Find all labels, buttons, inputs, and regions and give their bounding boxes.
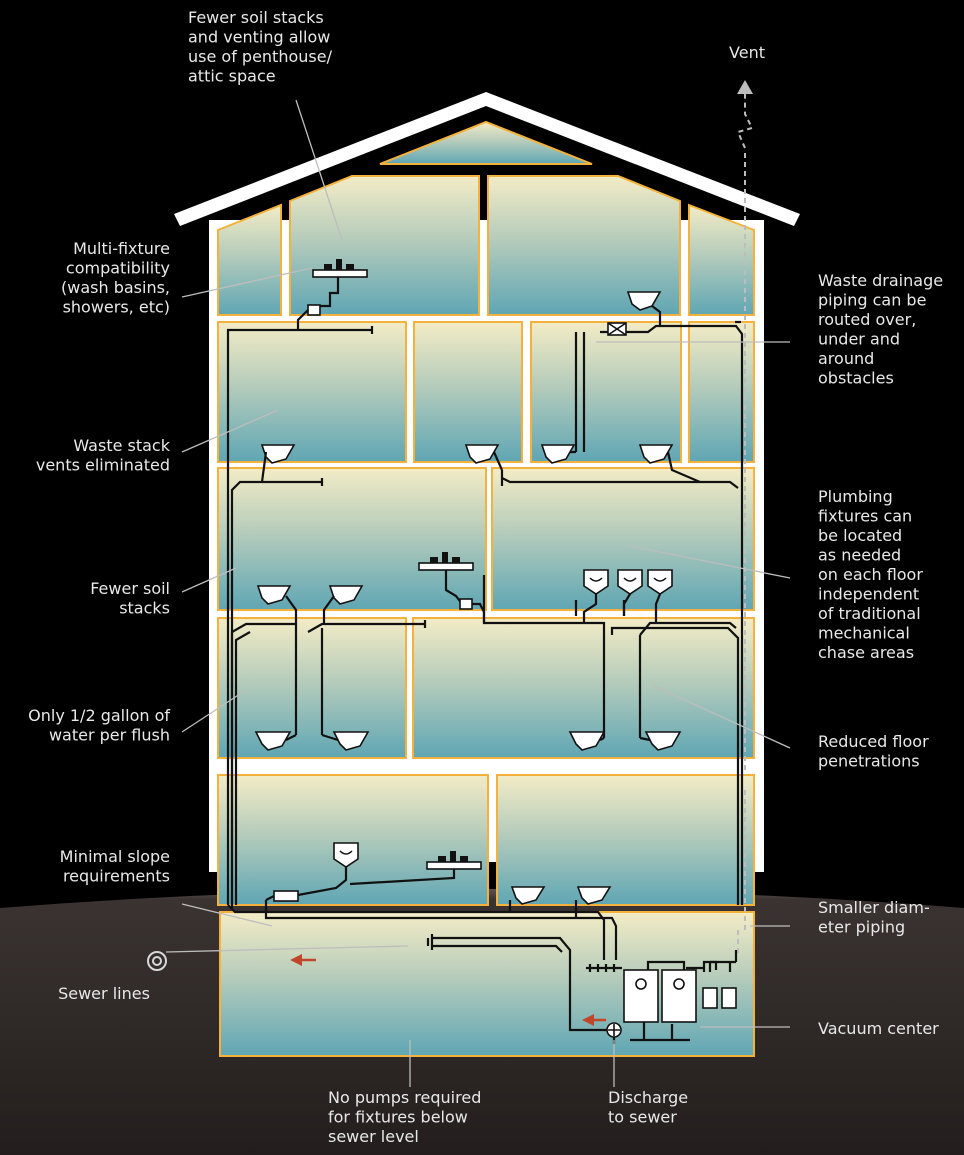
label-line: eter piping [818, 918, 905, 937]
label-line: Sewer lines [58, 984, 150, 1003]
label-line: around [818, 349, 874, 368]
label-line: Reduced floor [818, 732, 929, 751]
label-line: piping can be [818, 291, 926, 310]
label-vacuum-center: Vacuum center [818, 1019, 939, 1038]
label-line: use of penthouse/ [188, 47, 333, 66]
vent-arrow-icon [737, 80, 753, 94]
label-line: showers, etc) [63, 298, 170, 317]
label-line: Minimal slope [60, 847, 170, 866]
label-line: and venting allow [188, 28, 330, 47]
vacuum-tank-2 [662, 970, 696, 1022]
label-line: be located [818, 526, 902, 545]
attic-room-2 [290, 176, 479, 315]
label-line: Multi-fixture [73, 239, 170, 258]
vacuum-pump-2 [722, 988, 736, 1008]
label-line: routed over, [818, 310, 916, 329]
label-line: Discharge [608, 1088, 688, 1107]
label-line: under and [818, 330, 900, 349]
label-line: Waste stack [73, 436, 170, 455]
label-line: chase areas [818, 643, 914, 662]
discharge-pump-icon [607, 1023, 621, 1037]
vacuum-pump-1 [703, 988, 717, 1008]
label-line: Waste drainage [818, 271, 943, 290]
label-line: of traditional [818, 604, 921, 623]
label-line: (wash basins, [61, 278, 170, 297]
label-line: fixtures can [818, 507, 912, 526]
label-line: mechanical [818, 624, 910, 643]
vacuum-tank-1 [624, 970, 658, 1022]
label-line: sewer level [328, 1127, 419, 1146]
label-line: for fixtures below [328, 1108, 468, 1127]
room-f1-b [497, 775, 754, 905]
room-f4-b [414, 322, 522, 462]
label-line: vents eliminated [36, 456, 170, 475]
label-line: Fewer soil stacks [188, 8, 324, 27]
label-vent: Vent [729, 43, 765, 62]
label-line: Vent [729, 43, 765, 62]
label-line: No pumps required [328, 1088, 481, 1107]
label-line: Only 1/2 gallon of [28, 706, 170, 725]
label-line: as needed [818, 546, 901, 565]
room-f4-a [218, 322, 406, 462]
label-line: Fewer soil [90, 579, 170, 598]
label-line: compatibility [66, 259, 170, 278]
label-line: water per flush [49, 726, 170, 745]
label-line: Smaller diam- [818, 898, 930, 917]
label-line: penetrations [818, 752, 920, 771]
room-f2-a [218, 618, 406, 758]
label-line: independent [818, 585, 919, 604]
label-line: to sewer [608, 1108, 677, 1127]
label-line: stacks [119, 599, 170, 618]
label-line: requirements [63, 867, 170, 886]
label-line: obstacles [818, 369, 894, 388]
room-f1-a [218, 775, 488, 905]
label-sewer-lines: Sewer lines [58, 984, 150, 1003]
room-f4-c [531, 322, 681, 462]
label-line: Plumbing [818, 487, 893, 506]
label-line: on each floor [818, 565, 923, 584]
label-line: attic space [188, 67, 276, 86]
label-line: Vacuum center [818, 1019, 939, 1038]
valve-attic [608, 323, 626, 335]
